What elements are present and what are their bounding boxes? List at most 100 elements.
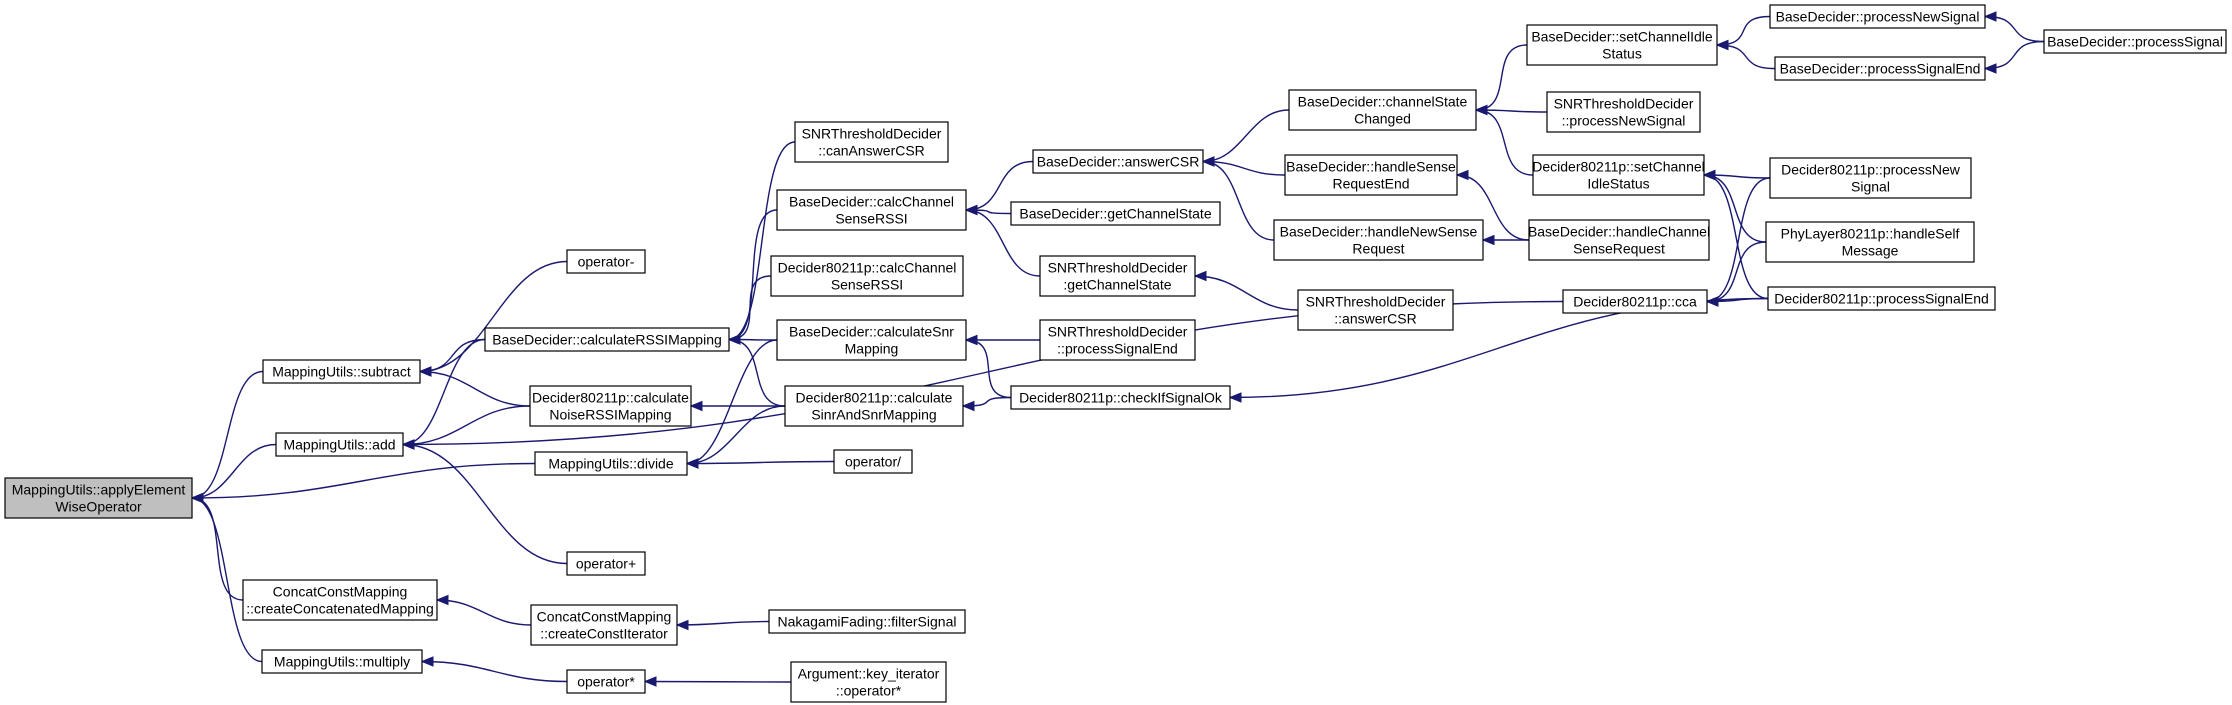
node-label: ConcatConstMapping xyxy=(537,609,672,625)
node-box xyxy=(1288,89,1477,131)
node-nakagamifading-filtersignal[interactable]: NakagamiFading::filterSignal xyxy=(768,609,966,634)
node-label: Message xyxy=(1842,243,1899,259)
node-argument-key-iterator-operator[interactable]: Argument::key_iterator::operator* xyxy=(790,661,947,703)
arrow-head-icon xyxy=(1474,104,1488,116)
edge-n30-n25 xyxy=(1474,44,1528,116)
node-label: Decider80211p::processNew xyxy=(1781,162,1961,178)
node-box xyxy=(1284,154,1458,196)
node-box xyxy=(770,255,964,297)
node-label: BaseDecider::handleChannel xyxy=(1528,224,1710,240)
node-operator[interactable]: operator- xyxy=(566,249,646,274)
node-label: operator+ xyxy=(576,556,636,572)
node-snrthresholddecider-cananswercsr[interactable]: SNRThresholdDecider::canAnswerCSR xyxy=(794,121,949,163)
node-box xyxy=(794,121,949,163)
node-box xyxy=(784,385,964,427)
node-basedecider-calculaterssimapping[interactable]: BaseDecider::calculateRSSIMapping xyxy=(484,327,730,352)
node-label: BaseDecider::calculateSnr xyxy=(789,324,954,340)
node-box xyxy=(566,249,646,274)
node-basedecider-processnewsignal[interactable]: BaseDecider::processNewSignal xyxy=(1769,4,1986,29)
node-snrthresholddecider-processnewsignal[interactable]: SNRThresholdDecider::processNewSignal xyxy=(1546,91,1701,133)
node-box xyxy=(262,359,421,384)
node-box xyxy=(534,451,688,476)
edge-n27-n20 xyxy=(1201,156,1275,241)
node-box xyxy=(1774,56,1986,81)
node-box xyxy=(4,477,193,519)
node-operator[interactable]: operator* xyxy=(566,669,646,694)
node-label: Decider80211p::setChannel xyxy=(1532,159,1705,175)
node-label: ::processNewSignal xyxy=(1562,113,1686,129)
graph-edges xyxy=(190,11,2045,687)
node-label: ConcatConstMapping xyxy=(273,584,408,600)
node-box xyxy=(1767,286,1996,311)
node-label: MappingUtils::applyElement xyxy=(12,482,186,498)
node-decider80211p-checkifsignalok[interactable]: Decider80211p::checkIfSignalOk xyxy=(1010,385,1231,410)
node-label: BaseDecider::processSignalEnd xyxy=(1780,61,1981,77)
node-box xyxy=(1526,24,1718,66)
arrow-head-icon xyxy=(964,204,978,216)
edge-n25-n20 xyxy=(1201,109,1290,167)
node-box xyxy=(776,189,967,231)
node-label: ::createConcatenatedMapping xyxy=(246,601,434,617)
node-basedecider-processsignal[interactable]: BaseDecider::processSignal xyxy=(2043,29,2227,54)
node-decider80211p-processnew-signal[interactable]: Decider80211p::processNewSignal xyxy=(1769,157,1972,199)
edge-n38-n32 xyxy=(1702,169,1769,300)
node-box xyxy=(242,579,438,621)
node-basedecider-answercsr[interactable]: BaseDecider::answerCSR xyxy=(1032,149,1204,174)
node-label: Argument::key_iterator xyxy=(798,666,940,682)
node-box xyxy=(529,385,692,427)
node-snrthresholddecider-answercsr[interactable]: SNRThresholdDecider::answerCSR xyxy=(1297,289,1454,331)
node-label: SNRThresholdDecider xyxy=(1048,324,1188,340)
node-label: ::operator* xyxy=(836,683,902,699)
node-box xyxy=(566,669,646,694)
arrow-head-icon xyxy=(420,656,434,667)
node-label: BaseDecider::setChannelIdle xyxy=(1531,29,1713,45)
edge-n4-n0 xyxy=(190,492,263,663)
node-mappingutils-divide[interactable]: MappingUtils::divide xyxy=(534,451,688,476)
node-label: MappingUtils::multiply xyxy=(274,654,410,670)
node-concatconstmapping-createconstiterator[interactable]: ConcatConstMapping::createConstIterator xyxy=(530,604,678,646)
edge-n38-n29 xyxy=(1705,296,1769,307)
edge-n18-n10 xyxy=(675,619,770,631)
node-basedecider-getchannelstate[interactable]: BaseDecider::getChannelState xyxy=(1010,201,1221,226)
node-mappingutils-multiply[interactable]: MappingUtils::multiply xyxy=(261,649,423,674)
node-concatconstmapping-createconcatenatedmapping[interactable]: ConcatConstMapping::createConcatenatedMa… xyxy=(242,579,438,621)
node-label: BaseDecider::channelState xyxy=(1298,94,1468,110)
node-snrthresholddecider-getchannelstate[interactable]: SNRThresholdDecider:getChannelState xyxy=(1039,255,1196,297)
node-decider80211p-processsignalend[interactable]: Decider80211p::processSignalEnd xyxy=(1767,286,1996,311)
node-mappingutils-subtract[interactable]: MappingUtils::subtract xyxy=(262,359,421,384)
node-decider80211p-cca[interactable]: Decider80211p::cca xyxy=(1562,289,1708,314)
edge-n33-n26 xyxy=(1455,169,1530,241)
node-mappingutils-add[interactable]: MappingUtils::add xyxy=(275,432,404,457)
node-box xyxy=(1769,157,1972,199)
node-operator[interactable]: operator/ xyxy=(833,449,913,474)
node-basedecider-processsignalend[interactable]: BaseDecider::processSignalEnd xyxy=(1774,56,1986,81)
node-label: SNRThresholdDecider xyxy=(1048,260,1188,276)
arrow-head-icon xyxy=(961,400,975,412)
node-snrthresholddecider-processsignalend[interactable]: SNRThresholdDecider::processSignalEnd xyxy=(1039,319,1196,361)
node-label: Decider80211p::cca xyxy=(1573,294,1697,310)
edge-n33-n27 xyxy=(1481,234,1529,246)
graph-nodes: MappingUtils::applyElementWiseOperatorMa… xyxy=(4,4,2227,703)
node-label: BaseDecider::answerCSR xyxy=(1037,154,1200,170)
node-label: BaseDecider::calcChannel xyxy=(789,194,954,210)
node-box xyxy=(1532,154,1705,196)
node-operator[interactable]: operator+ xyxy=(566,551,646,576)
node-box xyxy=(1039,255,1196,297)
node-decider80211p-calculate-sinrandsnrmapping[interactable]: Decider80211p::calculateSinrAndSnrMappin… xyxy=(784,385,964,427)
node-label: NoiseRSSIMapping xyxy=(549,407,671,423)
edge-n24-n16 xyxy=(961,396,1012,412)
node-label: BaseDecider::processNewSignal xyxy=(1776,9,1980,25)
